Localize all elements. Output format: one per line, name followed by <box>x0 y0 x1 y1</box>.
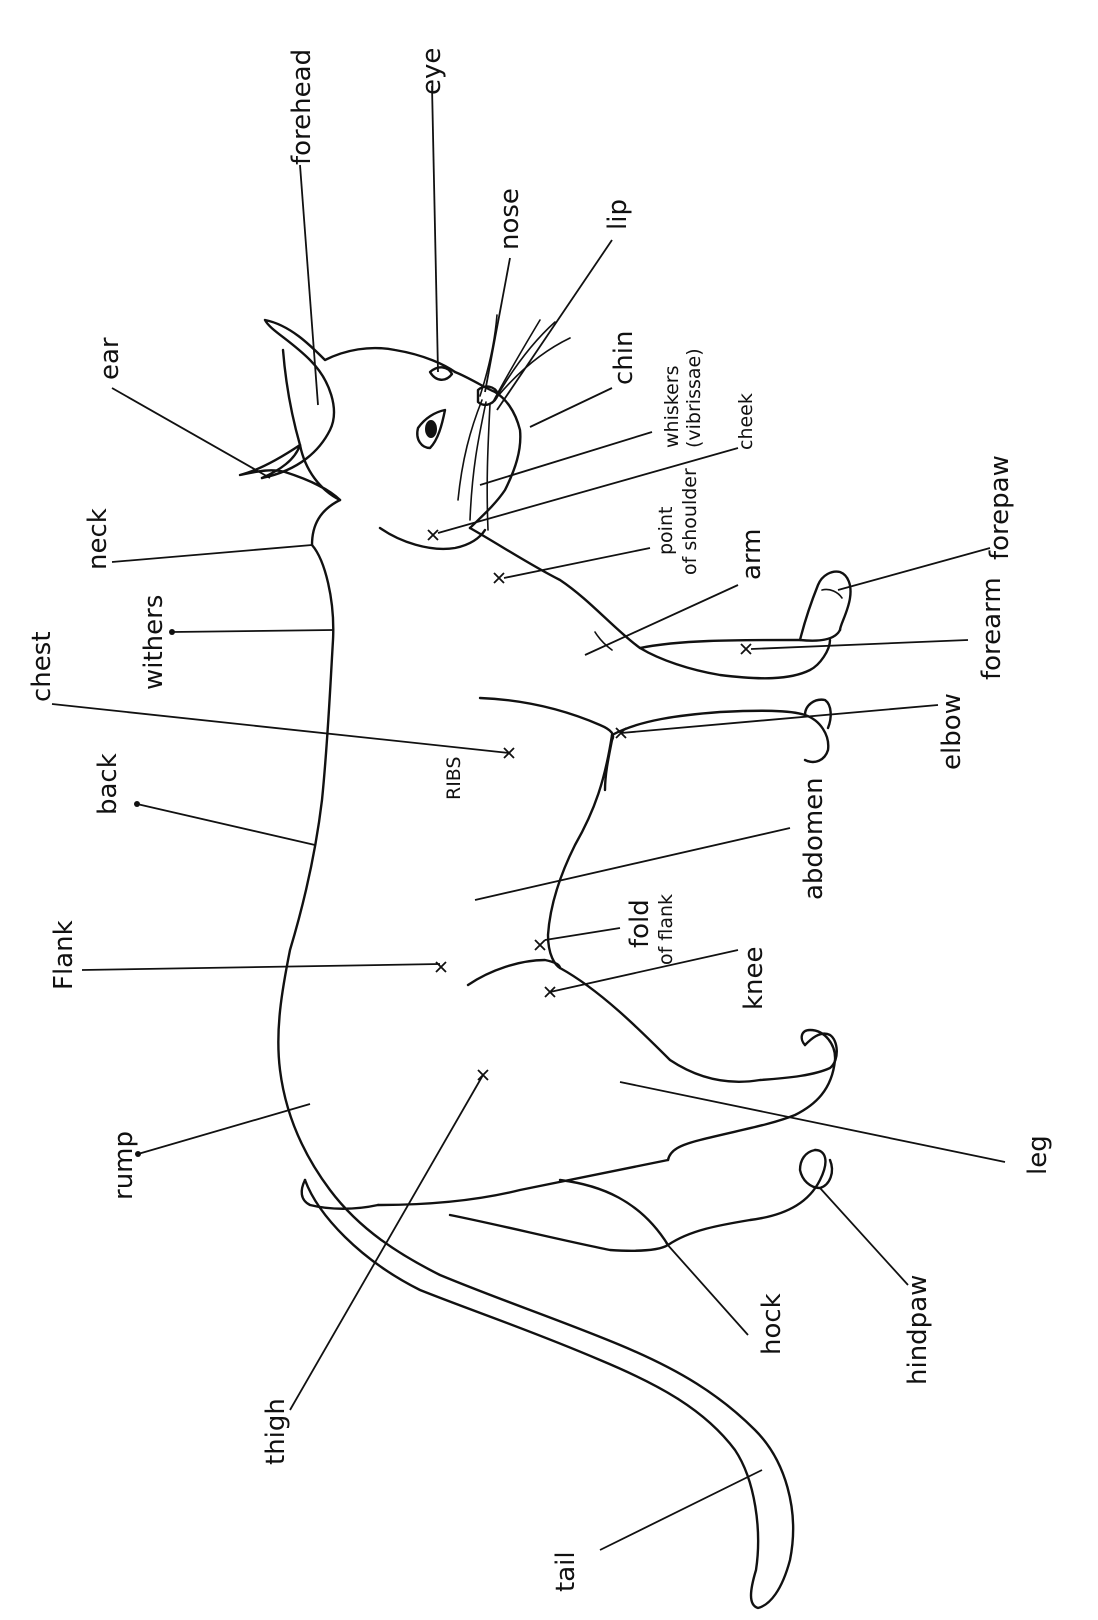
forepaw-outline <box>800 572 851 640</box>
elbow-curve <box>480 698 613 740</box>
thigh-curve <box>468 960 560 985</box>
label-knee: knee <box>739 946 769 1010</box>
leader-whiskers <box>480 432 652 485</box>
marker-fold <box>535 940 545 950</box>
label-tail: tail <box>551 1551 581 1592</box>
leader-neck <box>112 545 312 562</box>
leader-chin <box>530 388 612 427</box>
label-forearm: forearm <box>977 577 1007 680</box>
label-of-flank: of flank <box>655 894 677 965</box>
leader-chest <box>52 704 509 753</box>
leader-nose <box>485 258 510 392</box>
leader-back <box>137 804 315 845</box>
label-nose: nose <box>495 188 525 250</box>
label-of-shoulder: of shoulder <box>679 468 701 575</box>
label-eye: eye <box>417 48 447 95</box>
leader-thigh <box>290 1075 483 1410</box>
label-fold: fold <box>625 899 655 948</box>
far-eye <box>430 367 452 379</box>
leader-knee <box>550 950 738 992</box>
leader-abdomen <box>475 828 790 900</box>
leader-hindpaw <box>820 1188 908 1285</box>
label-arm: arm <box>737 529 767 581</box>
tail-base <box>302 1180 378 1209</box>
leader-shoulder <box>504 548 650 578</box>
leader-hock <box>666 1243 748 1335</box>
neck-outline <box>312 500 340 545</box>
leader-rump <box>138 1104 310 1154</box>
label-cheek: cheek <box>735 393 757 450</box>
leader-forehead <box>300 165 318 405</box>
leader-ear <box>112 388 270 478</box>
label-back: back <box>93 753 123 815</box>
label-hock: hock <box>757 1293 787 1355</box>
marker-shoulder <box>494 573 504 583</box>
label-rump: rump <box>109 1131 139 1200</box>
leader-forepaw <box>838 548 990 590</box>
point-markers <box>134 530 751 1157</box>
label-point: point <box>655 507 677 555</box>
far-ear-outline <box>283 350 300 445</box>
label-chin: chin <box>609 331 639 385</box>
leg-inner <box>560 1180 668 1245</box>
label-withers: withers <box>139 595 169 690</box>
label-elbow: elbow <box>937 693 967 770</box>
hindpaw2-outline <box>800 1150 832 1188</box>
hindpaw-front <box>668 1030 835 1160</box>
label-whiskers: whiskers <box>661 366 683 449</box>
belly-outline <box>548 735 612 968</box>
label-vibrissae: (vibrissae) <box>683 348 705 448</box>
label-thigh: thigh <box>261 1398 291 1465</box>
marker-forearm <box>741 644 751 654</box>
label-ribs: RIBS <box>443 756 465 800</box>
label-forepaw: forepaw <box>985 455 1015 560</box>
leader-lip <box>497 240 612 410</box>
jaw-line <box>380 528 485 549</box>
leader-withers <box>172 630 333 632</box>
ear-outline <box>240 445 340 500</box>
leader-elbow <box>621 705 938 733</box>
leader-eye <box>432 86 438 372</box>
whisker-lines <box>458 315 570 530</box>
leader-tail <box>600 1470 762 1550</box>
label-forehead: forehead <box>287 49 317 165</box>
labels: eye forehead nose lip ear chin whiskers … <box>27 48 1053 1592</box>
forearm-line <box>640 640 830 678</box>
label-flank: Flank <box>49 920 79 990</box>
marker-cheek <box>428 530 438 540</box>
label-abdomen: abdomen <box>799 777 829 900</box>
label-neck: neck <box>83 508 113 570</box>
eye-pupil <box>425 420 437 438</box>
label-lip: lip <box>603 199 633 230</box>
label-leg: leg <box>1023 1135 1053 1175</box>
hindleg-outline <box>560 968 837 1082</box>
label-hindpaw: hindpaw <box>903 1275 933 1385</box>
label-chest: chest <box>27 631 57 702</box>
label-ear: ear <box>95 337 125 380</box>
leader-fold <box>545 928 620 940</box>
leader-flank <box>82 964 440 970</box>
leader-forearm <box>751 640 968 649</box>
head-outline <box>262 320 455 478</box>
